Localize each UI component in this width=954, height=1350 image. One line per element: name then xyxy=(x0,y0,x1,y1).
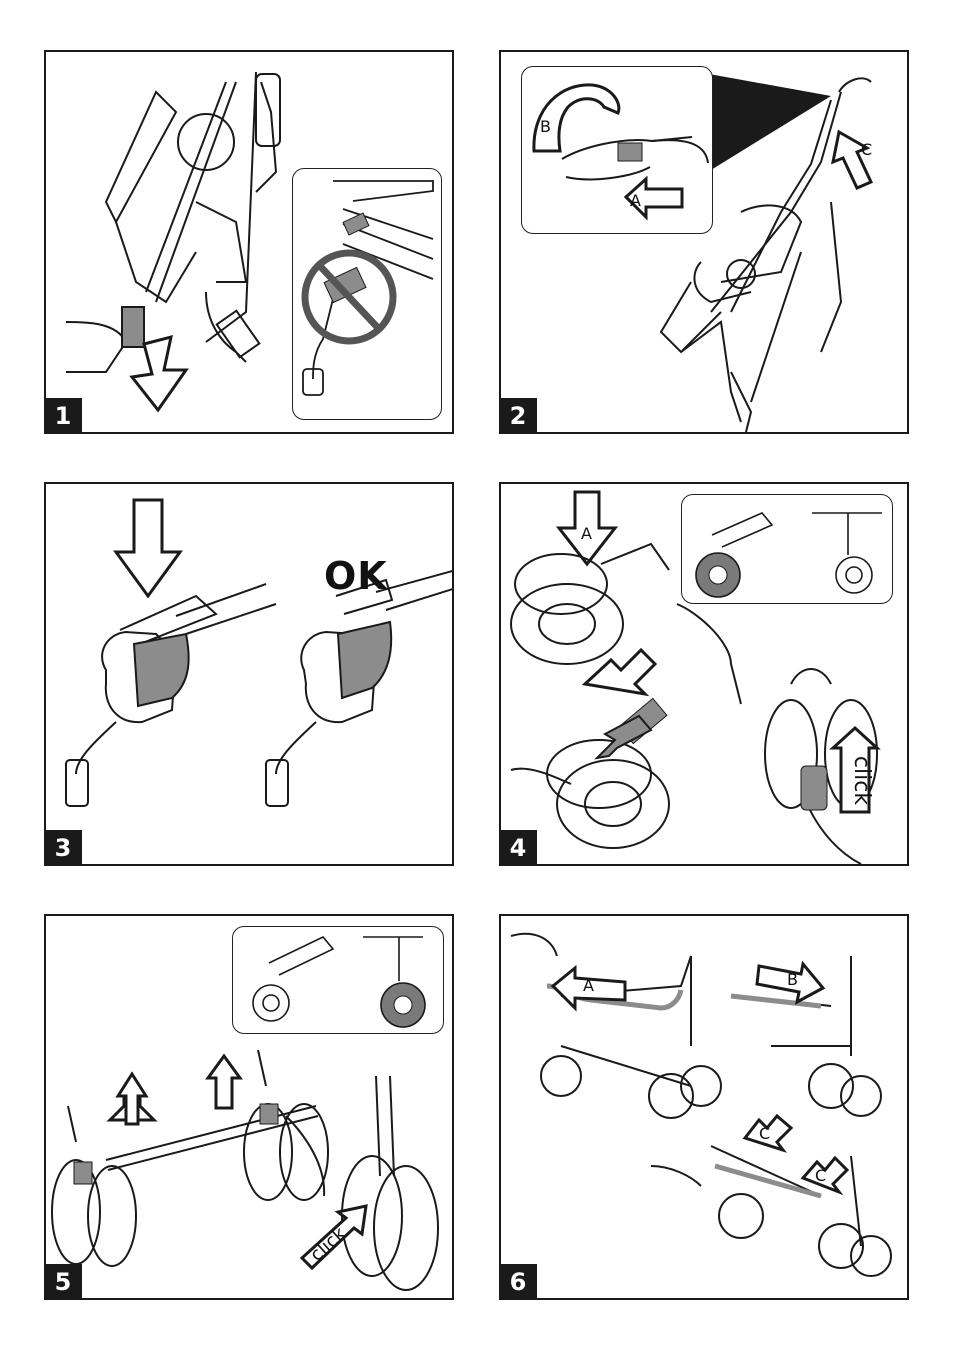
step-number-badge: 5 xyxy=(44,1264,82,1300)
inset-illustration xyxy=(522,67,712,233)
label-a: A xyxy=(581,524,592,543)
label-b: B xyxy=(540,117,551,136)
inset-illustration xyxy=(233,927,443,1033)
detail-inset-rear-wheels xyxy=(681,494,893,604)
arrow-up-icon xyxy=(208,1056,240,1108)
detail-inset-front-wheels xyxy=(232,926,444,1034)
step-panel-1: 1 xyxy=(44,50,454,434)
step-panel-3: OK 3 xyxy=(44,482,454,866)
detail-inset-lock: B A xyxy=(521,66,713,234)
label-a: A xyxy=(583,976,594,995)
step-number-badge: 6 xyxy=(499,1264,537,1300)
release-button-part xyxy=(122,307,144,347)
step-number-badge: 3 xyxy=(44,830,82,866)
detail-inset-warning xyxy=(292,168,442,420)
inset-illustration xyxy=(682,495,892,603)
click-label: click xyxy=(849,756,874,805)
step-panel-5: click 5 xyxy=(44,914,454,1300)
step-panel-2: C B A 2 xyxy=(499,50,909,434)
lock-sleeve-part xyxy=(134,634,189,706)
bumper-bar-illustration xyxy=(501,916,909,1300)
inset-illustration xyxy=(293,169,441,419)
arrow-down-icon xyxy=(116,500,180,596)
label-a: A xyxy=(630,191,641,210)
label-c: C xyxy=(861,140,872,159)
frame-lock-illustration xyxy=(46,484,454,866)
step-panel-6: A B C C 6 xyxy=(499,914,909,1300)
label-c: C xyxy=(815,1166,826,1185)
label-c: C xyxy=(759,1124,770,1143)
step-number-badge: 2 xyxy=(499,398,537,434)
step-number-badge: 4 xyxy=(499,830,537,866)
step-panel-4: A click 4 xyxy=(499,482,909,866)
label-b: B xyxy=(787,970,798,989)
arrow-down-left-icon xyxy=(585,650,655,694)
lock-sleeve-part-locked xyxy=(338,622,391,698)
ok-label: OK xyxy=(324,554,388,598)
step-number-badge: 1 xyxy=(44,398,82,434)
